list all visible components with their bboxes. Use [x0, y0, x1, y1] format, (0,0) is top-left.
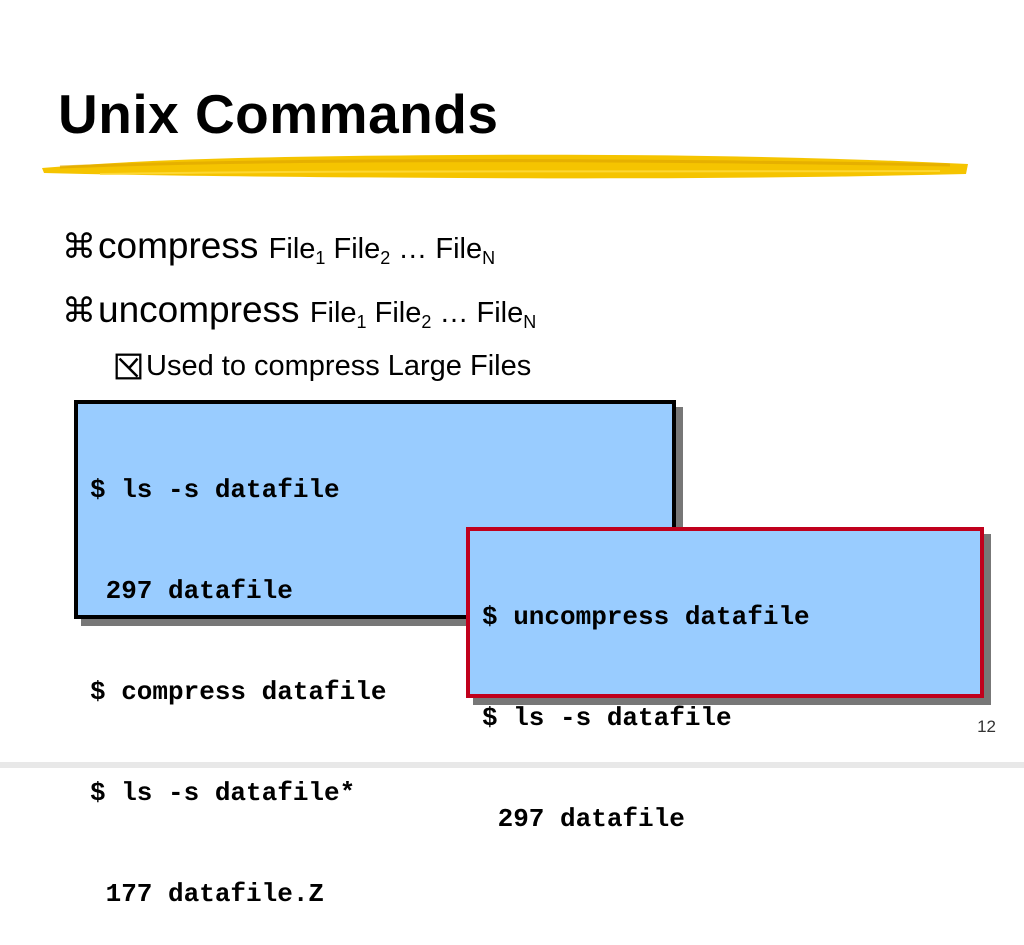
sub-bullet-text: Used to compress Large Files	[146, 350, 532, 382]
sub-bullet: Used to compress Large Files	[115, 350, 531, 383]
bullet-args: File1 File2 … FileN	[309, 297, 537, 332]
terminal-uncompress-example: $ uncompress datafile $ ls -s datafile 2…	[466, 527, 984, 834]
bullet-command: compress	[98, 225, 259, 266]
bullet-uncompress: ⌘uncompress File1 File2 … FileN	[62, 289, 536, 333]
terminal-line: 297 datafile	[482, 804, 685, 834]
terminal-line: $ compress datafile	[90, 677, 387, 707]
page-number: 12	[977, 717, 996, 736]
command-key-icon: ⌘	[62, 228, 96, 266]
command-key-icon: ⌘	[62, 292, 96, 330]
terminal-line: 177 datafile.Z	[90, 879, 325, 909]
slide-title: Unix Commands	[58, 83, 499, 145]
terminal-line: $ ls -s datafile	[90, 475, 340, 505]
checkbox-x-icon	[115, 353, 142, 380]
footer-strip	[0, 762, 1024, 768]
bullet-compress: ⌘compress File1 File2 … FileN	[62, 225, 495, 269]
terminal-line: $ uncompress datafile	[482, 602, 810, 632]
terminal-line: $ ls -s datafile	[482, 703, 732, 733]
bullet-command: uncompress	[98, 289, 300, 330]
terminal-line: 297 datafile	[90, 576, 293, 606]
title-underline-stroke	[42, 154, 968, 179]
bullet-args: File1 File2 … FileN	[268, 233, 496, 268]
